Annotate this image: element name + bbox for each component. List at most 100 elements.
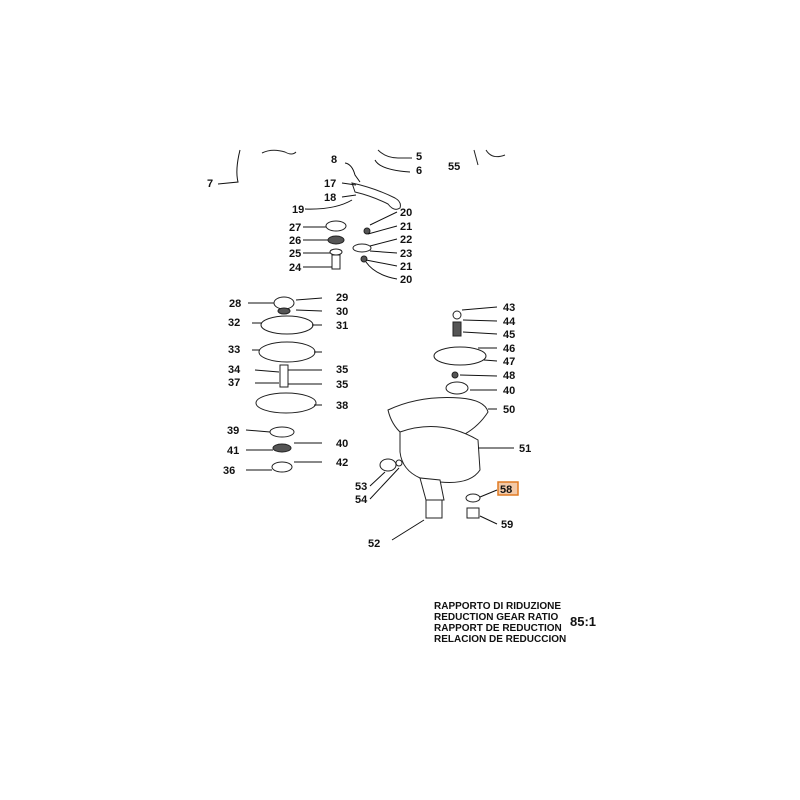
bearing-part	[269, 426, 295, 438]
partial-part	[377, 149, 412, 159]
output-shaft-part	[425, 499, 443, 519]
gear-part	[260, 315, 314, 335]
gear-part	[325, 220, 347, 232]
part-number-39: 39	[227, 425, 239, 437]
gear-part	[255, 392, 317, 414]
part-number-26: 26	[289, 235, 301, 247]
leader-line	[369, 467, 400, 500]
shaft-part	[331, 254, 341, 270]
washer-part	[395, 459, 403, 467]
part-number-17: 17	[324, 178, 336, 190]
part-number-27: 27	[289, 222, 301, 234]
part-number-20: 20	[400, 274, 412, 286]
washer-part	[465, 493, 481, 503]
part-number-50: 50	[503, 404, 515, 416]
part-number-43: 43	[503, 302, 515, 314]
leader-line	[374, 159, 411, 173]
partial-part	[261, 149, 297, 155]
part-number-58[interactable]: 58	[500, 484, 512, 496]
plug-part	[379, 458, 397, 472]
part-number-21: 21	[400, 261, 412, 273]
gear-part	[433, 346, 487, 366]
leader-line	[254, 369, 322, 406]
part-number-23: 23	[400, 248, 412, 260]
clip-part	[451, 371, 459, 379]
leader-line	[304, 182, 357, 210]
ratio-label-es: RELACION DE REDUCCION	[434, 634, 567, 645]
part-number-44: 44	[503, 316, 516, 328]
leader-line	[217, 149, 241, 185]
part-number-34: 34	[228, 364, 241, 376]
part-number-18: 18	[324, 192, 336, 204]
lever-arm-part	[351, 182, 401, 210]
part-number-31: 31	[336, 320, 348, 332]
leader-line	[459, 306, 498, 391]
leader-line	[248, 297, 323, 353]
part-number-41: 41	[227, 445, 239, 457]
washer-part	[329, 248, 343, 256]
part-number-42: 42	[336, 457, 348, 469]
part-number-28: 28	[229, 298, 241, 310]
partial-part	[473, 149, 506, 166]
part-number-55: 55	[448, 161, 460, 173]
part-number-30: 30	[336, 306, 348, 318]
part-number-8: 8	[331, 154, 337, 166]
leader-line	[391, 447, 514, 541]
part-number-37: 37	[228, 377, 240, 389]
part-number-32: 32	[228, 317, 240, 329]
part-number-40: 40	[503, 385, 515, 397]
leader-line	[479, 489, 498, 525]
leader-line	[245, 429, 322, 471]
part-number-35: 35	[336, 379, 348, 391]
part-number-33: 33	[228, 344, 240, 356]
part-number-25: 25	[289, 248, 301, 260]
part-number-24: 24	[289, 262, 302, 274]
leader-line	[303, 226, 332, 268]
part-number-48: 48	[503, 370, 515, 382]
ratio-label-it: RAPPORTO DI RIDUZIONE	[434, 601, 562, 612]
part-number-45: 45	[503, 329, 515, 341]
part-number-52: 52	[368, 538, 380, 550]
ratio-label-fr: RAPPORT DE REDUCTION	[434, 623, 562, 634]
highlight-box	[497, 481, 519, 496]
part-number-36: 36	[223, 465, 235, 477]
part-number-21: 21	[400, 221, 412, 233]
part-number-38: 38	[336, 400, 348, 412]
part-number-29: 29	[336, 292, 348, 304]
housing-neck-part	[419, 477, 445, 501]
gear-part	[258, 341, 316, 363]
ratio-label-en: REDUCTION GEAR RATIO	[434, 612, 559, 623]
leader-line	[365, 211, 398, 280]
leader-line	[344, 162, 361, 183]
bearing-part	[445, 381, 469, 395]
part-number-40: 40	[336, 438, 348, 450]
seal-part	[272, 443, 292, 453]
part-number-53: 53	[355, 481, 367, 493]
part-number-47: 47	[503, 356, 515, 368]
part-number-22: 22	[400, 234, 412, 246]
part-number-19: 19	[292, 204, 304, 216]
part-number-54: 54	[355, 494, 368, 506]
part-number-6: 6	[416, 165, 422, 177]
part-number-51: 51	[519, 443, 531, 455]
gear-part	[352, 243, 372, 253]
spring-part	[452, 321, 462, 337]
reduction-ratio-value: 85:1	[570, 614, 597, 629]
part-number-35: 35	[336, 364, 348, 376]
bearing-part	[273, 296, 295, 310]
part-number-5: 5	[416, 151, 422, 163]
clip-part	[360, 255, 368, 263]
washer-part	[452, 310, 462, 320]
clip-part	[363, 227, 371, 235]
bearing-part	[271, 461, 293, 473]
gear-housing-part	[399, 426, 481, 483]
shaft-part	[279, 364, 289, 388]
drain-plug-part	[466, 507, 480, 519]
bushing-part	[277, 307, 291, 315]
bushing-part	[327, 235, 345, 245]
part-number-7: 7	[207, 178, 213, 190]
part-number-46: 46	[503, 343, 515, 355]
part-number-20: 20	[400, 207, 412, 219]
